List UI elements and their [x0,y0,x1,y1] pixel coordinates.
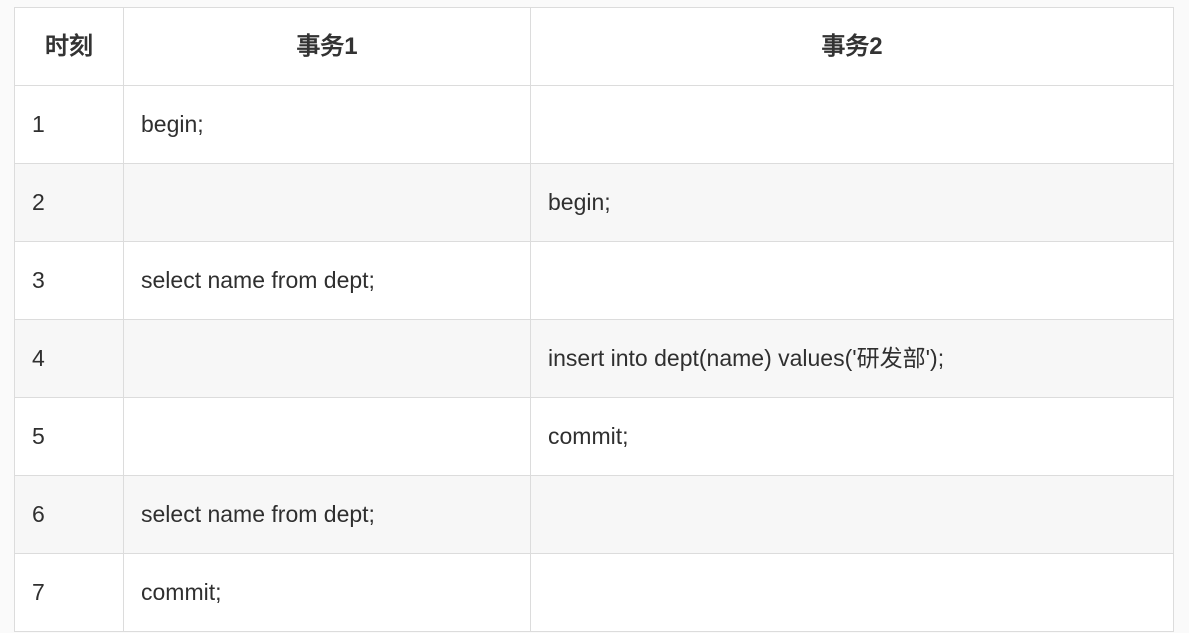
cell-transaction-2: commit; [530,397,1174,476]
cell-transaction-1 [123,319,531,398]
table-row: 4 insert into dept(name) values('研发部'); [14,319,1174,398]
cell-transaction-1: commit; [123,553,531,632]
table-body: 1 begin; 2 begin; 3 select name from dep… [14,85,1174,632]
table-row: 3 select name from dept; [14,241,1174,320]
cell-transaction-1 [123,163,531,242]
cell-transaction-2 [530,553,1174,632]
column-header-transaction-1: 事务1 [123,7,531,86]
cell-transaction-1 [123,397,531,476]
table-row: 6 select name from dept; [14,475,1174,554]
cell-time: 5 [14,397,124,476]
table-row: 5 commit; [14,397,1174,476]
cell-time: 2 [14,163,124,242]
table-row: 1 begin; [14,85,1174,164]
cell-transaction-1: select name from dept; [123,241,531,320]
table-header: 时刻 事务1 事务2 [14,7,1174,86]
cell-transaction-2 [530,85,1174,164]
cell-transaction-2 [530,241,1174,320]
cell-transaction-1: begin; [123,85,531,164]
cell-time: 7 [14,553,124,632]
cell-time: 6 [14,475,124,554]
cell-transaction-1: select name from dept; [123,475,531,554]
cell-transaction-2 [530,475,1174,554]
table-row: 7 commit; [14,553,1174,632]
cell-transaction-2: insert into dept(name) values('研发部'); [530,319,1174,398]
table-header-row: 时刻 事务1 事务2 [14,7,1174,86]
cell-time: 4 [14,319,124,398]
cell-time: 1 [14,85,124,164]
table-row: 2 begin; [14,163,1174,242]
column-header-transaction-2: 事务2 [530,7,1174,86]
column-header-time: 时刻 [14,7,124,86]
cell-time: 3 [14,241,124,320]
cell-transaction-2: begin; [530,163,1174,242]
transaction-schedule-table: 时刻 事务1 事务2 1 begin; 2 begin; 3 select na… [14,7,1174,632]
